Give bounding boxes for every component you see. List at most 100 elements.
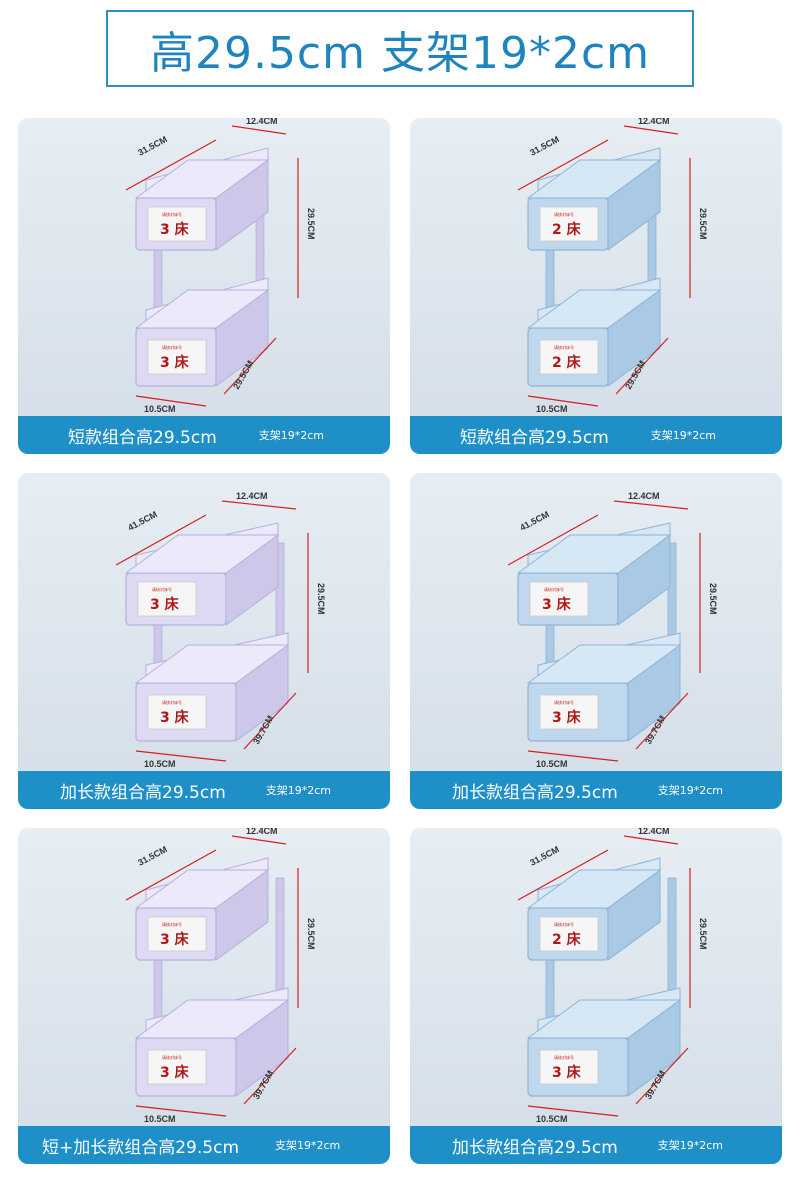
caption-main: 短款组合高29.5cm: [68, 427, 217, 448]
dim-line-top-length: [125, 849, 217, 901]
dim-height: 29.5CM: [698, 208, 708, 240]
dim-depth: 10.5CM: [536, 404, 568, 414]
bed-label-top: 2 床: [552, 931, 582, 948]
bed-label-top: 3 床: [150, 596, 180, 613]
dim-width: 12.4CM: [638, 828, 670, 836]
dim-line-top-length: [517, 139, 609, 191]
caption-banner: 短款组合高29.5cm 支架19*2cm: [410, 416, 782, 454]
dim-top-length: 41.5CM: [518, 509, 551, 533]
bed-label-card: [147, 916, 207, 952]
dim-line-depth: [135, 395, 207, 407]
bed-label-top: 2 床: [552, 221, 582, 238]
dim-depth: 10.5CM: [144, 404, 176, 414]
caption-sub: 支架19*2cm: [265, 784, 332, 797]
caption-sub: 支架19*2cm: [657, 1139, 724, 1152]
caption-main: 加长款组合高29.5cm: [60, 782, 226, 803]
dim-height: 29.5CM: [698, 918, 708, 950]
dim-top-length: 31.5CM: [528, 844, 561, 868]
dim-height: 29.5CM: [306, 208, 316, 240]
dim-width: 12.4CM: [236, 491, 268, 501]
bed-label-small: 请核对床号: [554, 699, 574, 705]
dim-line-bottom-length: [635, 692, 689, 750]
bed-label-small: 请核对床号: [162, 211, 182, 217]
dim-line-bottom-length: [243, 1047, 297, 1105]
dim-line-top-length: [507, 514, 599, 566]
dim-line-width: [231, 125, 287, 135]
basket-top: [124, 534, 280, 574]
dim-line-top-length: [517, 849, 609, 901]
bed-label-small: 请核对床号: [554, 211, 574, 217]
basket-top: [134, 644, 290, 684]
basket-top: [526, 999, 682, 1039]
bed-label-card: [539, 1049, 599, 1085]
dim-line-bottom-length: [243, 692, 297, 750]
bed-label-bottom: 3 床: [160, 1064, 190, 1081]
title-box: 高29.5cm 支架19*2cm: [106, 10, 694, 87]
dim-line-depth: [527, 395, 599, 407]
basket-top: [526, 289, 662, 329]
dim-line-depth: [135, 750, 227, 762]
bed-label-card: [529, 581, 589, 617]
caption-banner: 加长款组合高29.5cm 支架19*2cm: [18, 771, 390, 809]
caption-sub: 支架19*2cm: [657, 784, 724, 797]
caption-main: 加长款组合高29.5cm: [452, 1137, 618, 1158]
bed-label-bottom: 3 床: [160, 709, 190, 726]
dim-line-width: [623, 835, 679, 845]
bed-label-small: 请核对床号: [554, 921, 574, 927]
caption-sub: 支架19*2cm: [650, 429, 717, 442]
bed-label-card: [137, 581, 197, 617]
dim-width: 12.4CM: [638, 118, 670, 126]
dim-depth: 10.5CM: [144, 759, 176, 769]
dim-line-top-length: [115, 514, 207, 566]
dim-depth: 10.5CM: [144, 1114, 176, 1124]
bed-label-bottom: 2 床: [552, 354, 582, 371]
bed-label-small: 请核对床号: [162, 921, 182, 927]
bed-label-small: 请核对床号: [162, 344, 182, 350]
bed-label-card: [147, 1049, 207, 1085]
caption-banner: 加长款组合高29.5cm 支架19*2cm: [410, 771, 782, 809]
caption-sub: 支架19*2cm: [275, 1139, 341, 1152]
basket-top: [526, 869, 662, 909]
bed-label-bottom: 3 床: [552, 1064, 582, 1081]
dim-line-width: [231, 835, 287, 845]
dim-width: 12.4CM: [628, 491, 660, 501]
dim-top-length: 31.5CM: [528, 134, 561, 158]
dim-line-bottom-length: [635, 1047, 689, 1105]
dim-line-bottom-length: [615, 337, 669, 395]
dim-line-width: [221, 500, 297, 510]
bed-label-card: [539, 339, 599, 375]
caption-main: 短+加长款组合高29.5cm: [42, 1137, 240, 1158]
dim-line-depth: [135, 1105, 227, 1117]
bed-label-bottom: 3 床: [160, 354, 190, 371]
dim-line-top-length: [125, 139, 217, 191]
bed-label-small: 请核对床号: [544, 586, 564, 592]
bed-label-small: 请核对床号: [162, 699, 182, 705]
bed-label-card: [539, 694, 599, 730]
caption-main: 短款组合高29.5cm: [460, 427, 609, 448]
dim-top-length: 31.5CM: [136, 844, 169, 868]
dim-line-width: [623, 125, 679, 135]
dim-height: 29.5CM: [316, 583, 326, 615]
basket-top: [134, 159, 270, 199]
bed-label-top: 3 床: [160, 221, 190, 238]
basket-top: [134, 999, 290, 1039]
basket-top: [516, 534, 672, 574]
bed-label-card: [147, 206, 207, 242]
bed-label-small: 请核对床号: [162, 1054, 182, 1060]
caption-main: 加长款组合高29.5cm: [452, 782, 618, 803]
